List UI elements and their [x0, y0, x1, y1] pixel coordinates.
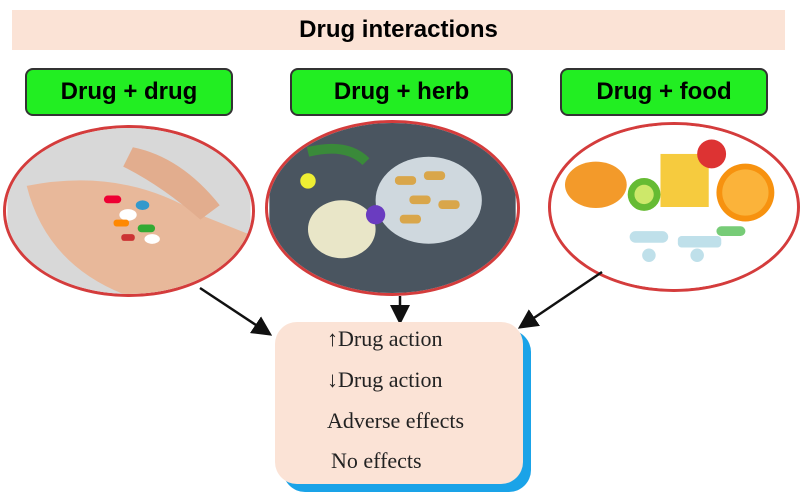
arrow-drug-drug: [199, 286, 273, 336]
outcome-adverse-effects: Adverse effects: [327, 408, 465, 433]
title-banner: Drug interactions: [12, 10, 785, 50]
category-label: Drug + drug: [60, 78, 198, 105]
title: Drug interactions: [299, 16, 498, 43]
category-drug-drug: Drug + drug: [25, 68, 233, 116]
interaction-outcomes-box: ↑Drug action ↓Drug action Adverse effect…: [275, 322, 523, 484]
outcome-decreased-action: ↓Drug action: [327, 367, 443, 392]
outcome-increased-action: ↑Drug action: [327, 326, 443, 351]
category-drug-herb: Drug + herb: [290, 68, 513, 116]
arrow-drug-food: [517, 270, 603, 329]
category-drug-food: Drug + food: [560, 68, 768, 116]
herbs-and-capsules-image: [265, 120, 520, 296]
category-label: Drug + herb: [333, 78, 470, 105]
outcome-no-effects: No effects: [331, 448, 422, 473]
category-label: Drug + food: [596, 78, 732, 105]
pills-in-hand-image: [3, 125, 255, 297]
fruits-and-pills-image: [548, 122, 800, 292]
